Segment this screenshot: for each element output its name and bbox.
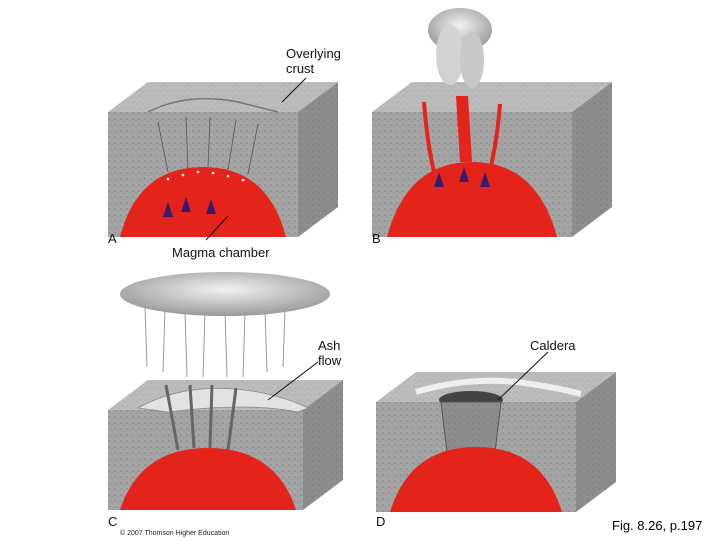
overlying-crust-label: Overlying crust [286, 46, 341, 76]
panel-letter-c: C [108, 514, 118, 529]
panel-c-block [108, 380, 343, 510]
magma-chamber-c [120, 448, 296, 510]
caldera-label: Caldera [530, 338, 576, 353]
eruption-plume-b [428, 8, 492, 88]
magma-chamber-b [387, 162, 557, 237]
panel-b-block [372, 82, 612, 237]
magma-chamber-a [120, 167, 286, 237]
magma-conduit-b [456, 96, 472, 162]
magma-chamber-d [390, 447, 562, 512]
panel-letter-b: B [372, 231, 381, 246]
panel-d-block [376, 372, 616, 512]
copyright-notice: © 2007 Thomson Higher Education [120, 530, 230, 537]
ash-cloud-c [120, 272, 330, 378]
panel-letter-a: A [108, 231, 117, 246]
magma-chamber-label: Magma chamber [172, 245, 270, 260]
panel-letter-d: D [376, 514, 386, 529]
panel-a-block [108, 82, 338, 237]
figure-reference: Fig. 8.26, p.197 [612, 518, 703, 533]
ash-flow-label: Ash flow [318, 338, 342, 368]
